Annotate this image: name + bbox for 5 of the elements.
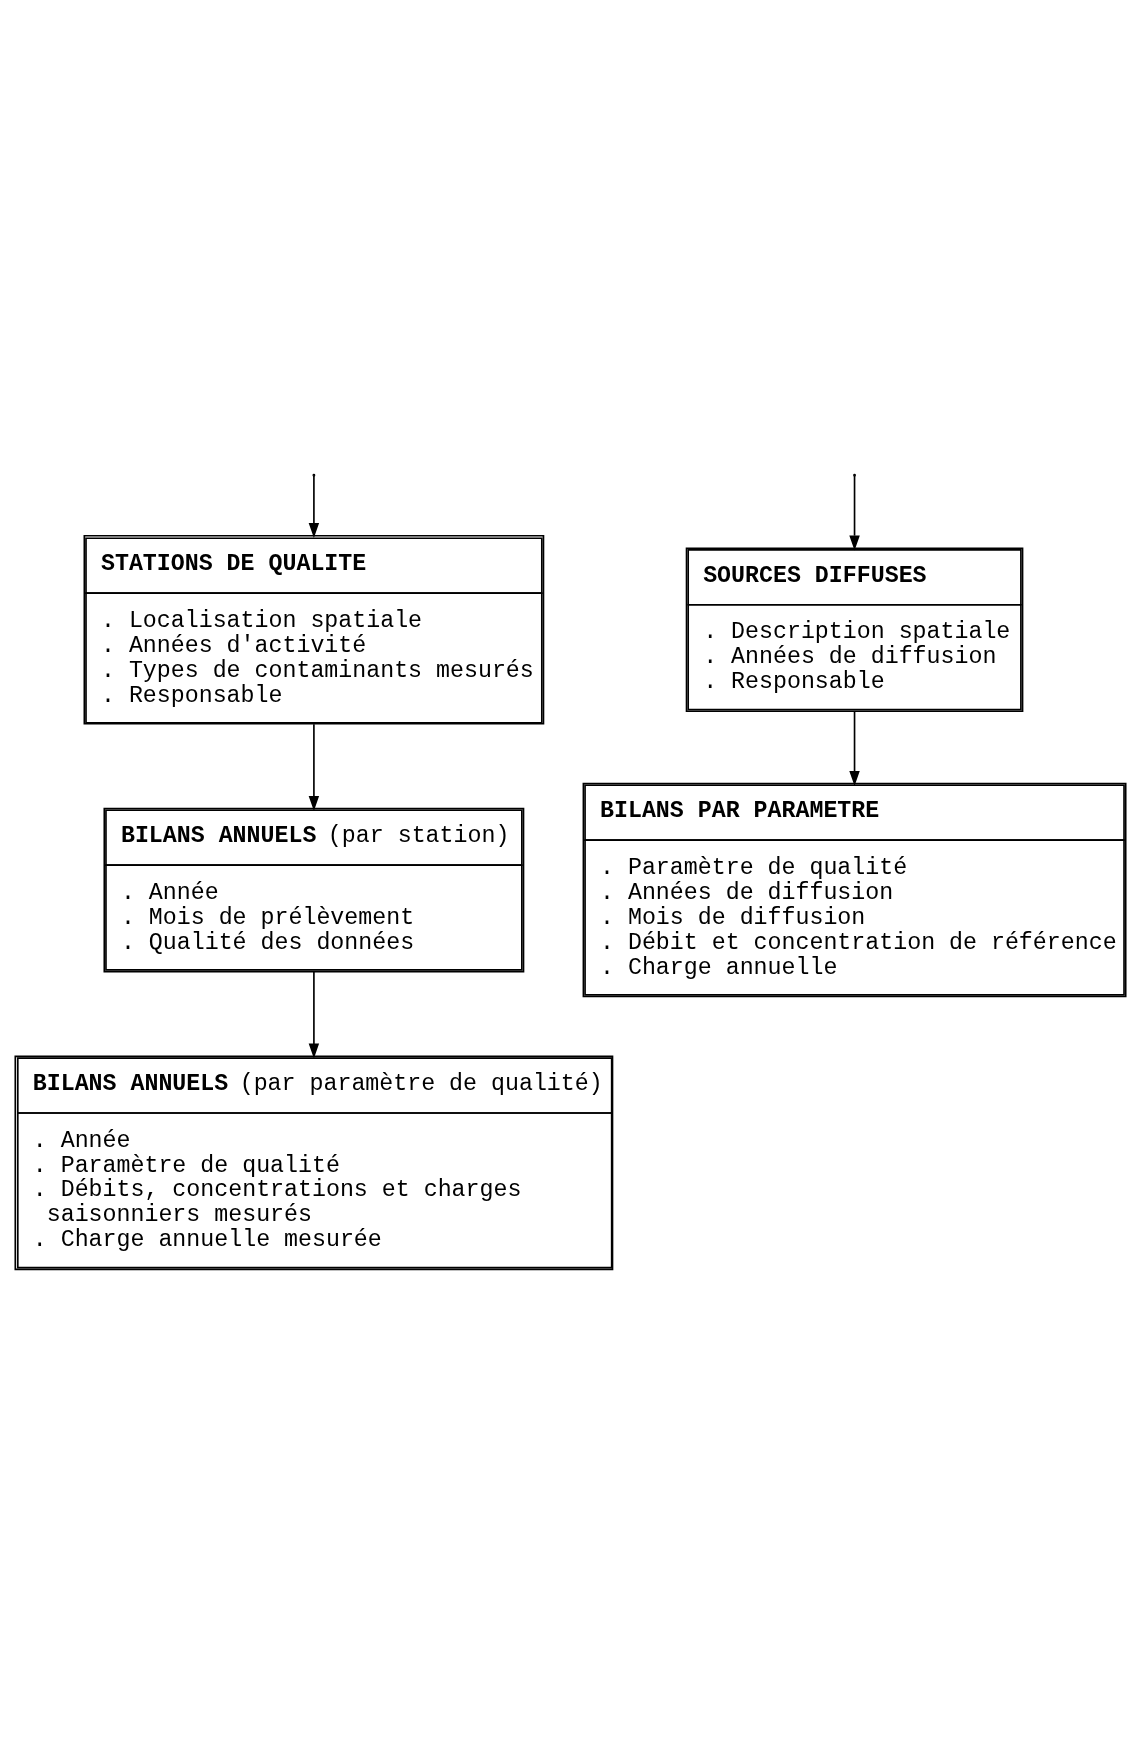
arrow — [308, 474, 320, 538]
arrow — [308, 970, 320, 1058]
arrow — [849, 474, 860, 551]
arrow — [849, 709, 860, 786]
arrow — [308, 722, 320, 811]
